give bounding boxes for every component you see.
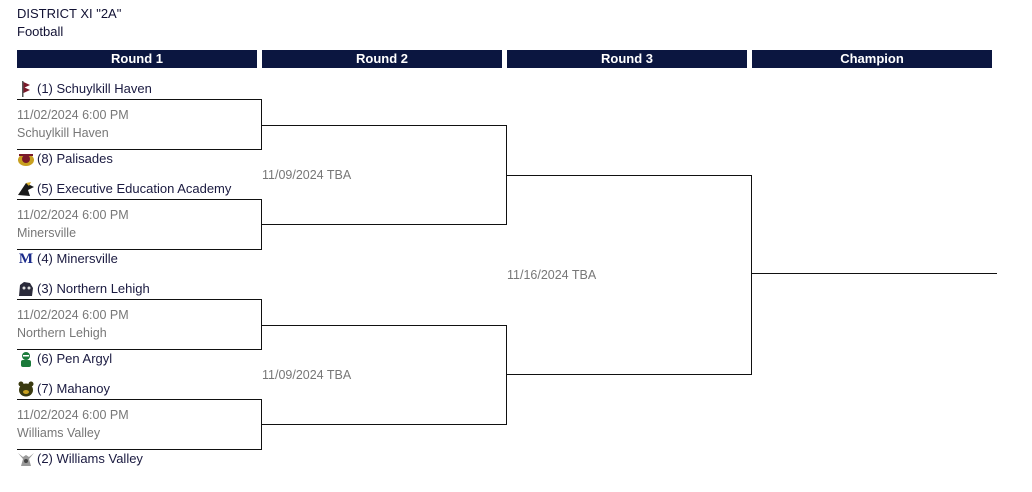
- game-location: Schuylkill Haven: [17, 126, 109, 140]
- team-name[interactable]: (5) Executive Education Academy: [37, 181, 232, 196]
- team-name[interactable]: (7) Mahanoy: [37, 381, 110, 396]
- district-title: DISTRICT XI "2A": [17, 6, 122, 21]
- round-header-1: Round 1: [17, 50, 257, 68]
- bracket-line: [506, 325, 507, 425]
- team-name[interactable]: (8) Palisades: [37, 151, 113, 166]
- game-location: Northern Lehigh: [17, 326, 107, 340]
- game-datetime: 11/16/2024 TBA: [507, 268, 597, 282]
- champion-line: [752, 273, 997, 274]
- bracket-line: [262, 424, 507, 425]
- team-slot[interactable]: (3) Northern Lehigh: [17, 280, 150, 298]
- bulldog-icon: [17, 281, 35, 297]
- game-datetime: 11/02/2024 6:00 PM: [17, 208, 129, 222]
- bracket-line: [261, 99, 262, 150]
- bracket-line: [17, 399, 262, 400]
- team-name[interactable]: (4) Minersville: [37, 251, 118, 266]
- bracket-line: [506, 125, 507, 225]
- team-slot[interactable]: M (4) Minersville: [17, 250, 118, 268]
- bracket-line: [17, 149, 262, 150]
- team-name[interactable]: (1) Schuylkill Haven: [37, 81, 152, 96]
- game-datetime: 11/02/2024 6:00 PM: [17, 108, 129, 122]
- team-name[interactable]: (3) Northern Lehigh: [37, 281, 150, 296]
- sport-title: Football: [17, 24, 64, 39]
- team-slot[interactable]: (2) Williams Valley: [17, 450, 143, 468]
- bracket-line: [507, 175, 752, 176]
- team-slot[interactable]: (8) Palisades: [17, 150, 113, 168]
- team-slot[interactable]: (5) Executive Education Academy: [17, 180, 231, 198]
- team-slot[interactable]: (6) Pen Argyl: [17, 350, 112, 368]
- eagle-icon: [17, 181, 35, 197]
- team-name[interactable]: (2) Williams Valley: [37, 451, 143, 466]
- game-datetime: 11/02/2024 6:00 PM: [17, 408, 129, 422]
- bear-icon: [17, 381, 35, 397]
- game-datetime: 11/02/2024 6:00 PM: [17, 308, 129, 322]
- bracket-line: [751, 175, 752, 375]
- team-slot[interactable]: (1) Schuylkill Haven: [17, 80, 152, 98]
- pirate-icon: [17, 151, 35, 167]
- game-datetime: 11/09/2024 TBA: [262, 368, 352, 382]
- round-header-champion: Champion: [752, 50, 992, 68]
- letter-m-icon: M: [18, 251, 34, 267]
- bracket-line: [507, 374, 752, 375]
- bracket-line: [262, 224, 507, 225]
- bracket-line: [17, 249, 262, 250]
- game-location: Williams Valley: [17, 426, 101, 440]
- game-datetime: 11/09/2024 TBA: [262, 168, 352, 182]
- bracket-line: [17, 449, 262, 450]
- knight-icon: [17, 351, 35, 367]
- bracket-line: [261, 399, 262, 450]
- round-header-2: Round 2: [262, 50, 502, 68]
- team-slot[interactable]: (7) Mahanoy: [17, 380, 110, 398]
- bracket-line: [17, 99, 262, 100]
- round-header-3: Round 3: [507, 50, 747, 68]
- bracket-line: [17, 199, 262, 200]
- bracket-line: [262, 125, 507, 126]
- bracket-line: [261, 299, 262, 350]
- bracket-line: [262, 325, 507, 326]
- pennant-icon: [17, 81, 35, 97]
- bracket-line: [17, 299, 262, 300]
- game-location: Minersville: [17, 226, 77, 240]
- bracket-line: [17, 349, 262, 350]
- viking-icon: [17, 451, 35, 467]
- team-name[interactable]: (6) Pen Argyl: [37, 351, 113, 366]
- bracket-line: [261, 199, 262, 250]
